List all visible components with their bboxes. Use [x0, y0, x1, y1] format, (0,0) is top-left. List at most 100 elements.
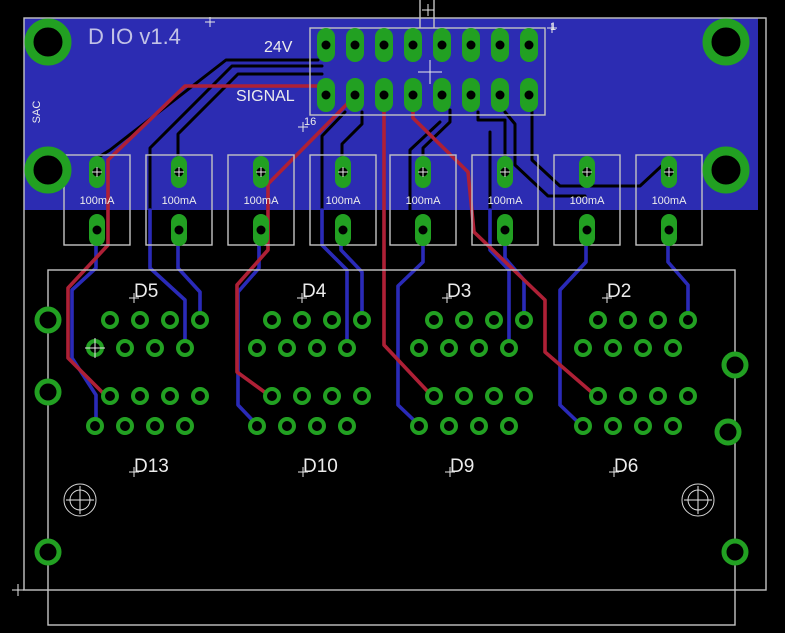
- origin-marker: [609, 467, 619, 477]
- origin-marker: [205, 17, 215, 27]
- resistor-pad: [661, 214, 677, 246]
- origin-marker: [12, 584, 24, 596]
- origin-marker: [422, 4, 434, 16]
- header-pad: [433, 28, 451, 62]
- supply-label: 24V: [264, 39, 293, 56]
- connector-pin: [293, 311, 311, 329]
- header-outline: [309, 27, 546, 116]
- connector-pin: [338, 339, 356, 357]
- trace: [235, 94, 357, 398]
- connector-pin: [634, 417, 652, 435]
- header-pad: [462, 28, 480, 62]
- connector-mount-pad: [714, 418, 742, 446]
- bottom-layer-traces: [70, 208, 690, 428]
- trace: [411, 94, 598, 398]
- side-label: SAC: [31, 101, 43, 124]
- resistor-pad: [171, 214, 187, 246]
- resistor-value: 100mA: [652, 195, 688, 207]
- connector-pin: [649, 387, 667, 405]
- trace: [176, 230, 202, 322]
- connector-mount-pad: [721, 538, 749, 566]
- connector-label: D9: [450, 456, 474, 477]
- pour-traces: [95, 58, 670, 212]
- connector-outline: [47, 269, 736, 626]
- trace: [503, 110, 587, 198]
- connector-pin: [131, 311, 149, 329]
- connector-pin: [146, 417, 164, 435]
- connector-pin: [191, 387, 209, 405]
- resistor-value: 100mA: [80, 195, 116, 207]
- header-pad: [433, 78, 451, 112]
- connector-pin: [455, 387, 473, 405]
- header-pad: [317, 78, 335, 112]
- trace: [340, 110, 364, 160]
- connector-pin: [338, 417, 356, 435]
- connector-pin: [263, 387, 281, 405]
- resistor-value: 100mA: [406, 195, 442, 207]
- connector-pin: [619, 311, 637, 329]
- connector-pin: [353, 387, 371, 405]
- resistor-value: 100mA: [326, 195, 362, 207]
- header-pad: [520, 78, 538, 112]
- header-pad: [404, 28, 422, 62]
- connector-pin: [604, 417, 622, 435]
- connector-pin: [86, 417, 104, 435]
- pin-16-label: 16: [304, 116, 316, 128]
- mounting-hole: [24, 18, 72, 66]
- origin-marker: [256, 167, 266, 177]
- connector-pin: [161, 387, 179, 405]
- trace: [176, 72, 324, 160]
- connector-label: D5: [134, 281, 158, 302]
- header-pad: [520, 28, 538, 62]
- header-pad: [491, 28, 509, 62]
- header-pad: [346, 28, 364, 62]
- resistor-pad: [335, 214, 351, 246]
- connector-pin: [161, 311, 179, 329]
- connector-mount-pad: [34, 538, 62, 566]
- resistor-value: 100mA: [244, 195, 280, 207]
- pin-header: [317, 28, 538, 112]
- header-pad: [346, 78, 364, 112]
- connector-pin: [116, 417, 134, 435]
- trace: [408, 120, 442, 212]
- origin-marker: [445, 467, 455, 477]
- trace: [666, 230, 690, 322]
- trace: [396, 230, 425, 428]
- connector-pin: [410, 417, 428, 435]
- trace: [70, 230, 98, 428]
- connector-pin: [353, 311, 371, 329]
- connector-pin: [589, 387, 607, 405]
- drill-symbol-left: [63, 483, 97, 517]
- origin-marker: [85, 338, 105, 358]
- connector-pin: [679, 311, 697, 329]
- trace: [558, 230, 588, 428]
- connector-pin: [263, 311, 281, 329]
- connector-pin: [485, 311, 503, 329]
- connector-pin: [308, 417, 326, 435]
- connector-pin: [589, 311, 607, 329]
- connector-pin: [649, 311, 667, 329]
- connector-pin: [323, 387, 341, 405]
- connector-pin: [146, 339, 164, 357]
- connector-pin: [176, 417, 194, 435]
- origin-marker: [582, 167, 592, 177]
- origin-marker: [500, 167, 510, 177]
- resistor-value: 100mA: [162, 195, 198, 207]
- board-title: D IO v1.4: [88, 24, 181, 49]
- connector-pin: [455, 311, 473, 329]
- connector-mount-pad: [721, 351, 749, 379]
- origin-marker: [129, 467, 139, 477]
- origin-marker: [174, 167, 184, 177]
- connector-pin: [278, 339, 296, 357]
- origin-marker: [418, 60, 442, 84]
- connector-label: D2: [607, 281, 631, 302]
- connector-pin: [515, 311, 533, 329]
- trace: [320, 110, 347, 212]
- trace: [382, 94, 434, 398]
- board-outline: [23, 17, 767, 591]
- mounting-hole: [24, 146, 72, 194]
- connector-pin: [101, 311, 119, 329]
- connector-pin: [101, 387, 119, 405]
- trace: [421, 108, 452, 160]
